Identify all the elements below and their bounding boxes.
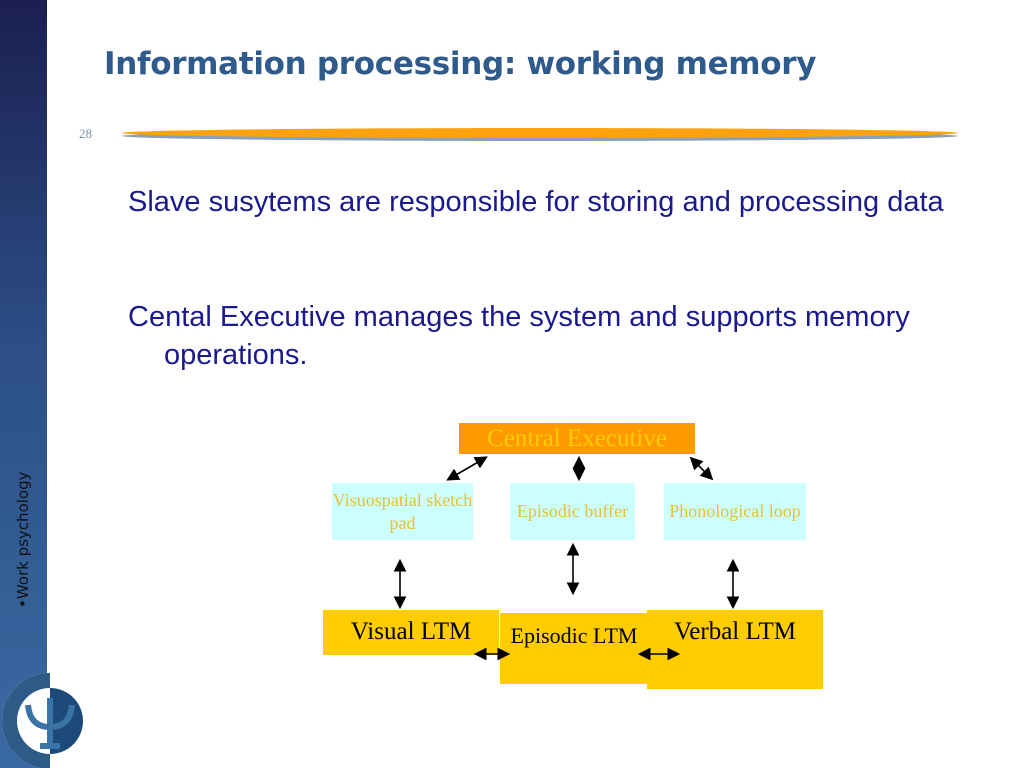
episodic-ltm-box: Episodic LTM: [500, 613, 648, 684]
slide-title: Information processing: working memory: [104, 46, 817, 82]
visual-ltm-box: Visual LTM: [323, 610, 499, 655]
phonological-loop-box: Phonological loop: [664, 483, 806, 540]
paragraph-slave-subsystems: Slave susytems are responsible for stori…: [128, 186, 944, 218]
paragraph-central-executive: Cental Executive manages the system and …: [128, 301, 910, 371]
arrow: [446, 456, 488, 481]
arrow: [689, 456, 714, 481]
faculty-logo: [2, 673, 98, 768]
visuospatial-box: Visuospatial sketch pad: [332, 483, 473, 540]
title-divider: [122, 128, 958, 138]
sidebar: [0, 0, 47, 768]
central-executive-box: Central Executive: [459, 423, 695, 454]
page-number: 28: [79, 126, 92, 141]
episodic-buffer-box: Episodic buffer: [510, 483, 635, 540]
